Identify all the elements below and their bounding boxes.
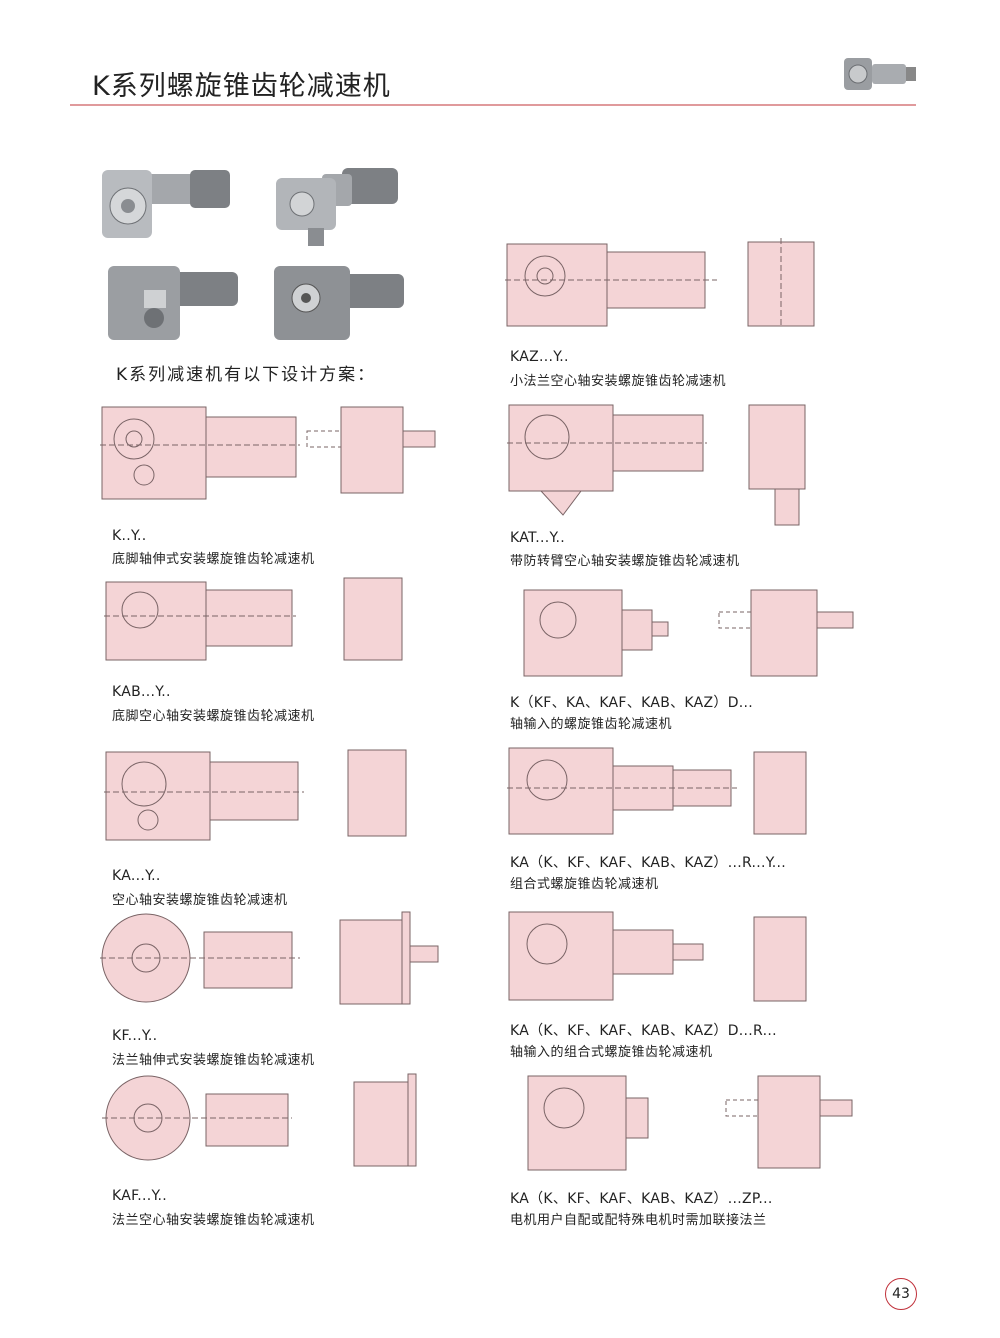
product-photo-3 [108,266,238,340]
item-code: KA...Y.. [112,868,161,884]
page-title: K系列螺旋锥齿轮减速机 [92,71,391,102]
gear-motor-thumbnail [844,58,916,90]
header-divider [70,104,916,106]
drawing-kdr-side [508,911,704,1001]
drawing-kdr-front [753,916,807,1002]
drawing-kab-front [343,577,403,661]
drawing-kzp-side [527,1075,649,1171]
item-code: K..Y.. [112,528,147,544]
item-code: KA（K、KF、KAF、KAB、KAZ）...ZP... [510,1191,773,1207]
item-desc: 法兰轴伸式安装螺旋锥齿轮减速机 [112,1053,315,1068]
drawing-kf-side [100,913,300,1003]
item-code: K（KF、KA、KAF、KAB、KAZ）D... [510,695,754,711]
drawing-kaf-front [353,1073,417,1167]
item-code: KF...Y.. [112,1028,158,1044]
item-code: KA（K、KF、KAF、KAB、KAZ）...R...Y... [510,855,787,871]
drawing-kaf-side [102,1075,292,1161]
product-photo-1 [102,170,230,238]
item-code: KAB...Y.. [112,684,171,700]
drawing-kab-side [104,581,296,661]
drawing-k-front [306,406,436,494]
item-desc: 组合式螺旋锥齿轮减速机 [510,877,659,892]
item-desc: 轴输入的螺旋锥齿轮减速机 [510,717,673,732]
drawing-kar-side [507,747,737,835]
drawing-kzp-front [725,1075,853,1169]
drawing-kd-side [523,589,669,677]
drawing-ka-side [104,751,304,841]
design-options-heading: K系列减速机有以下设计方案： [116,365,377,385]
drawing-kaz-front [747,238,815,328]
page-number: 43 [885,1278,917,1310]
product-photo-2 [276,168,398,246]
product-photo-4 [274,266,404,340]
drawing-kat-front [748,404,806,526]
item-code: KAF...Y.. [112,1188,167,1204]
drawing-kf-front [339,911,439,1005]
item-code: KAZ...Y.. [510,349,569,365]
item-desc: 底脚轴伸式安装螺旋锥齿轮减速机 [112,552,315,567]
drawing-ka-front [347,749,407,837]
item-desc: 带防转臂空心轴安装螺旋锥齿轮减速机 [510,554,740,569]
item-code: KAT...Y.. [510,530,565,546]
item-desc: 电机用户自配或配特殊电机时需加联接法兰 [510,1213,767,1228]
drawing-kar-front [753,751,807,835]
item-desc: 底脚空心轴安装螺旋锥齿轮减速机 [112,709,315,724]
drawing-kd-front [718,589,854,677]
drawing-kaz-side [505,243,717,327]
item-desc: 法兰空心轴安装螺旋锥齿轮减速机 [112,1213,315,1228]
drawing-k-side [100,406,300,500]
item-code: KA（K、KF、KAF、KAB、KAZ）D...R... [510,1023,777,1039]
item-desc: 轴输入的组合式螺旋锥齿轮减速机 [510,1045,713,1060]
item-desc: 小法兰空心轴安装螺旋锥齿轮减速机 [510,374,727,389]
item-desc: 空心轴安装螺旋锥齿轮减速机 [112,893,288,908]
drawing-kat-side [507,404,707,516]
